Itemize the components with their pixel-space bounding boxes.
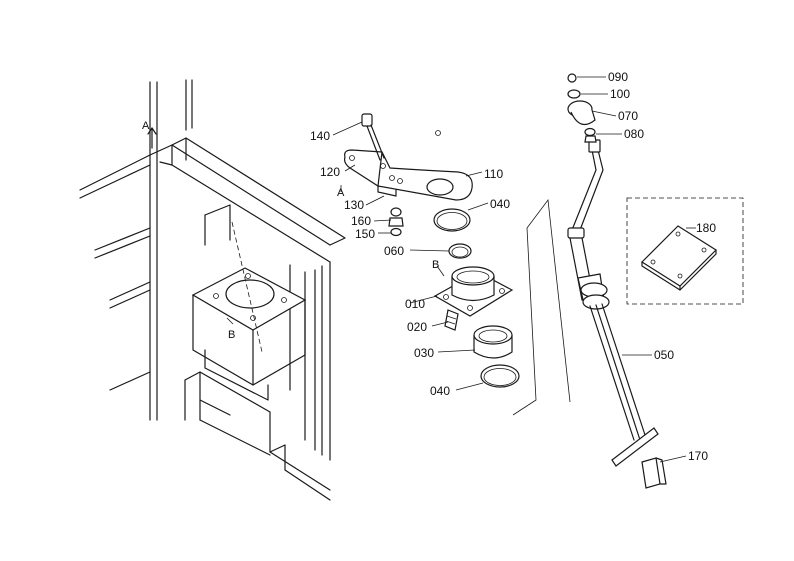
callout-070: 070 [618, 109, 638, 123]
callout-120: 120 [320, 165, 340, 179]
callout-130: 130 [344, 198, 364, 212]
floor-mount-box [191, 221, 307, 401]
callout-090: 090 [608, 70, 628, 84]
snap-ring-040-upper [433, 208, 471, 232]
callout-080: 080 [624, 127, 644, 141]
callout-060: 060 [384, 244, 404, 258]
callout-180: 180 [696, 221, 716, 235]
bushing-030 [473, 325, 513, 359]
ref-a-frame: A [142, 120, 150, 132]
callout-150: 150 [355, 227, 375, 241]
ref-b-box: B [228, 329, 235, 341]
inset-box-180 [626, 197, 744, 305]
ref-b-holder: B [432, 259, 439, 271]
callout-170: 170 [688, 449, 708, 463]
bolt-140 [361, 113, 385, 161]
callout-040-lower: 040 [430, 384, 450, 398]
leader-lines [332, 76, 696, 463]
callout-010: 010 [405, 297, 425, 311]
cabin-frame [79, 79, 346, 501]
bracket-plate-110 [343, 149, 473, 201]
callout-040-upper: 040 [490, 197, 510, 211]
callout-labels: 090 100 070 080 140 120 110 130 040 160 … [310, 70, 716, 463]
nut-washer-160-150 [388, 207, 404, 237]
knob-assembly [567, 73, 597, 143]
callout-140: 140 [310, 129, 330, 143]
ref-arrow-a [147, 127, 157, 149]
callout-020: 020 [407, 320, 427, 334]
callout-160: 160 [351, 214, 371, 228]
snap-ring-040-lower [480, 364, 520, 388]
callout-050: 050 [654, 348, 674, 362]
callout-030: 030 [414, 346, 434, 360]
assembly-bracket-lines [512, 198, 571, 416]
holder-010 [433, 266, 514, 317]
callout-100: 100 [610, 87, 630, 101]
ref-a-plate: A [337, 187, 345, 199]
reference-letters: A A B B [142, 120, 439, 341]
ring-060 [448, 243, 472, 259]
lever-050 [567, 139, 667, 489]
callout-110: 110 [484, 167, 503, 181]
bolt-020 [444, 309, 459, 331]
